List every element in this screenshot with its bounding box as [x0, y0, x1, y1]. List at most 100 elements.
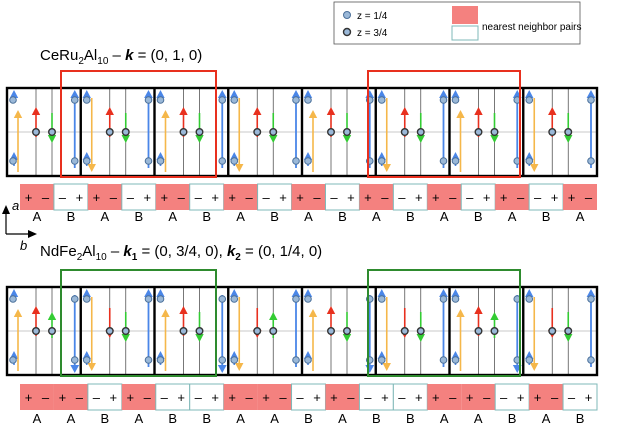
sign-label: –	[381, 190, 389, 205]
legend: z = 1/4 z = 3/4 nearest neighbor pairs	[333, 1, 582, 45]
orange-moment-arrow	[161, 110, 170, 172]
atom-site	[400, 327, 409, 336]
sign-label: +	[330, 390, 338, 405]
sign-label: –	[262, 190, 270, 205]
nearest-neighbor-pair-cell	[529, 384, 564, 410]
atom-site	[343, 127, 352, 136]
atom-site	[218, 356, 227, 364]
site-label: A	[338, 411, 347, 426]
sign-label: –	[42, 190, 50, 205]
magnetic-cell-outline	[367, 269, 521, 377]
blue-moment-arrow	[439, 90, 448, 168]
atom-site	[377, 295, 386, 303]
atom-site	[564, 327, 573, 336]
sign-label: +	[228, 190, 236, 205]
green-moment-arrow	[564, 113, 573, 143]
atom-site	[451, 96, 460, 104]
sign-label: +	[517, 390, 525, 405]
sign-label: +	[381, 390, 389, 405]
legend-z-three-quarter: z = 3/4	[357, 28, 388, 39]
site-label: A	[440, 411, 449, 426]
nearest-neighbor-pair-cell	[291, 184, 326, 210]
site-label: B	[202, 411, 211, 426]
axes-indicator: a b	[2, 198, 37, 253]
atom-site	[9, 96, 17, 104]
atom-site	[377, 356, 386, 364]
sign-label: –	[59, 190, 67, 205]
site-label: A	[304, 209, 313, 224]
nearest-neighbor-pair-cell	[461, 384, 496, 410]
legend-pair-swatch-outline	[451, 25, 479, 41]
sign-label: +	[211, 190, 219, 205]
legend-pairs-label: nearest neighbor pairs	[482, 22, 582, 33]
nearest-neighbor-pair-cell	[427, 384, 462, 410]
sign-label: +	[228, 390, 236, 405]
sign-label: –	[534, 190, 542, 205]
atom-site	[587, 96, 595, 104]
atom-site	[218, 157, 227, 165]
site-label: A	[236, 411, 245, 426]
green-moment-arrow	[490, 113, 499, 143]
axis-label-a: a	[12, 198, 19, 213]
sign-label: –	[585, 190, 593, 205]
atom-site	[144, 295, 153, 303]
bottom-structure	[5, 269, 599, 377]
atom-site	[82, 295, 91, 303]
blue-moment-arrow	[291, 90, 301, 168]
atom-site	[48, 127, 57, 136]
orange-moment-arrow	[456, 110, 465, 172]
atom-site	[292, 157, 300, 165]
blue-moment-arrow	[144, 90, 153, 168]
blue-moment-arrow	[70, 295, 80, 373]
green-moment-arrow	[47, 113, 57, 143]
sign-label: +	[160, 190, 168, 205]
green-moment-arrow	[342, 113, 352, 143]
sign-label: –	[551, 390, 559, 405]
blue-moment-arrow	[439, 289, 448, 367]
sign-label: +	[59, 390, 67, 405]
atom-site	[32, 127, 41, 136]
pair-cell	[189, 383, 225, 411]
atom-site	[490, 127, 499, 136]
sign-label: –	[110, 190, 118, 205]
atom-site	[156, 356, 165, 364]
nearest-neighbor-pair-cell	[325, 384, 360, 410]
site-label: B	[134, 209, 143, 224]
atom-site	[156, 295, 165, 303]
site-label: A	[33, 209, 42, 224]
nearest-neighbor-pair-cell	[427, 184, 462, 210]
atom-site	[230, 96, 239, 104]
top-sign-row: +––++––++––++––++––++––++––++––++–	[20, 183, 597, 211]
sign-label: –	[313, 190, 321, 205]
nearest-neighbor-pair-cell	[495, 184, 530, 210]
site-label: A	[372, 209, 381, 224]
atom-site	[304, 356, 312, 364]
magnetic-cell-outline	[60, 269, 217, 377]
site-label: A	[576, 209, 585, 224]
sign-label: +	[364, 190, 372, 205]
atom-site	[269, 327, 278, 336]
site-label: B	[474, 209, 483, 224]
atom-site	[70, 295, 79, 303]
atom-site	[144, 96, 153, 104]
pair-cell	[460, 183, 496, 211]
a-axis-arrowhead-icon	[2, 205, 10, 214]
atom-site	[587, 356, 595, 364]
atom-site	[179, 327, 188, 336]
atom-site	[121, 127, 130, 136]
sign-label: –	[127, 190, 135, 205]
atom-site	[525, 96, 534, 104]
blue-moment-arrow	[291, 289, 301, 367]
nearest-neighbor-pair-cell	[53, 384, 88, 410]
nearest-neighbor-pair-cell	[20, 184, 54, 210]
site-label: A	[134, 411, 143, 426]
site-label: B	[67, 209, 76, 224]
sign-label: +	[551, 190, 559, 205]
pair-cell	[562, 383, 598, 411]
atom-site	[439, 356, 448, 364]
orange-moment-arrow	[87, 98, 96, 172]
atom-site	[292, 295, 300, 303]
atom-site	[587, 157, 595, 165]
z-three-quarter-atom-icon	[342, 27, 352, 37]
